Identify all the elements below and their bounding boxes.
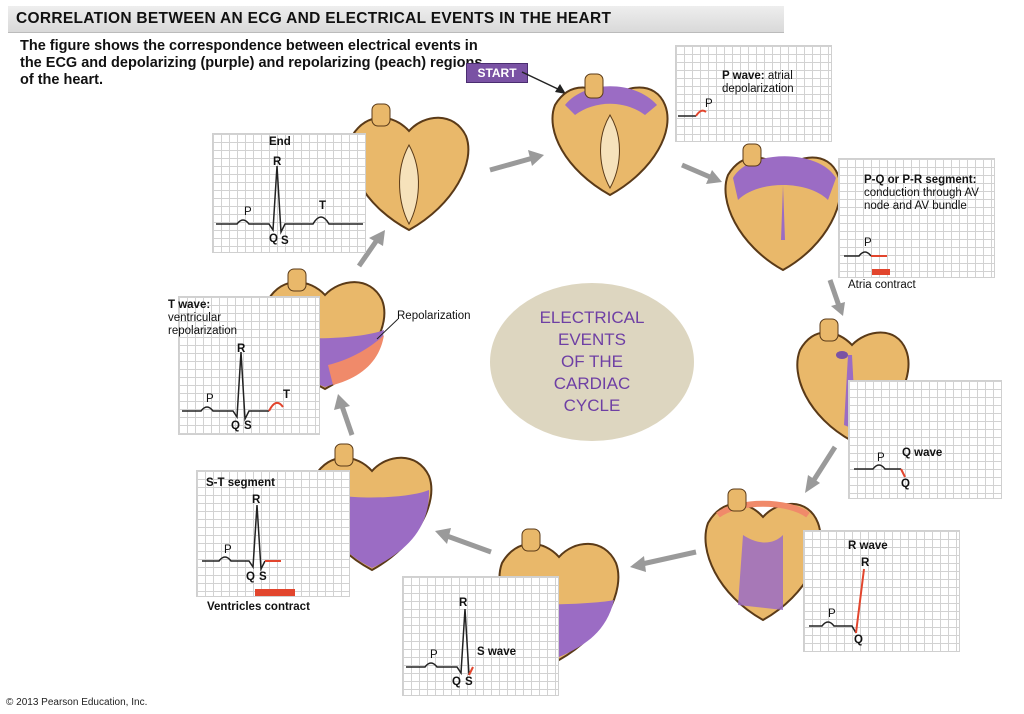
step-label-t-wave: T wave: ventricular repolarization <box>168 299 263 338</box>
ecg-panel-end: P R Q S T <box>212 133 366 253</box>
ecg-letter-t: T <box>319 200 327 212</box>
ecg-letter-r: R <box>273 156 282 168</box>
heart-p-wave <box>551 73 669 197</box>
figure-title-bar: CORRELATION BETWEEN AN ECG AND ELECTRICA… <box>8 6 784 33</box>
ecg-letter-s: S <box>244 420 252 432</box>
p-wave-title: P wave: <box>722 70 765 82</box>
ecg-letter-q: Q <box>269 233 278 245</box>
ecg-letter-s: S <box>259 571 267 583</box>
t-wave-desc: ventricular repolarization <box>168 312 238 337</box>
ecg-panel-s-wave: P R Q S <box>402 576 559 696</box>
ecg-trace-r-wave <box>809 568 865 634</box>
step-label-s-wave: S wave <box>477 646 516 659</box>
ecg-letter-r: R <box>252 494 261 506</box>
step-label-q-wave: Q wave <box>902 447 942 460</box>
repolarization-label: Repolarization <box>397 310 471 322</box>
st-segment-title: S-T segment <box>206 477 276 489</box>
pq-segment-title: P-Q or P-R segment: <box>864 174 977 186</box>
cycle-arrow-7 <box>334 394 355 436</box>
cycle-arrow-2 <box>681 162 722 184</box>
step-label-r-wave: R wave <box>848 540 888 553</box>
repolarization-pointer <box>376 318 399 340</box>
ecg-letter-p: P <box>877 452 885 464</box>
ecg-trace-t-wave <box>182 351 284 422</box>
ecg-letter-p: P <box>705 98 713 110</box>
ecg-letter-s: S <box>281 235 289 247</box>
q-wave-title: Q wave <box>902 447 943 459</box>
ecg-letter-r: R <box>861 557 870 569</box>
ecg-trace-s-wave <box>406 608 474 676</box>
ecg-trace-q-wave <box>854 464 906 478</box>
step-label-pq-segment: P-Q or P-R segment: conduction through A… <box>864 174 1004 213</box>
atria-contract-label: Atria contract <box>848 279 916 291</box>
heart-end <box>348 103 470 232</box>
ecg-letter-r: R <box>237 343 246 355</box>
step-label-end: End <box>269 136 291 149</box>
ecg-panel-t-wave: P R Q S T <box>178 296 320 435</box>
ecg-letter-p: P <box>430 649 438 661</box>
cycle-arrow-1 <box>489 150 544 173</box>
ecg-trace-p-wave <box>678 109 707 117</box>
heart-pq-segment <box>724 143 842 272</box>
ecg-trace-pq-segment <box>844 251 890 275</box>
figure-title: CORRELATION BETWEEN AN ECG AND ELECTRICA… <box>16 10 612 27</box>
ecg-trace-st-segment <box>202 504 295 596</box>
ecg-panel-st-segment: P R Q S <box>196 470 350 597</box>
step-label-p-wave: P wave: atrial depolarization <box>722 70 830 96</box>
ecg-panel-p-wave: P <box>675 45 832 142</box>
t-wave-title: T wave: <box>168 299 211 311</box>
ecg-letter-r: R <box>459 597 468 609</box>
ecg-letter-p: P <box>206 393 214 405</box>
end-title: End <box>269 136 291 148</box>
start-badge: START <box>466 63 528 83</box>
ecg-letter-p: P <box>224 544 232 556</box>
ecg-panel-q-wave: P Q <box>848 380 1002 499</box>
cycle-arrow-8 <box>356 230 385 268</box>
ecg-letter-q: Q <box>854 634 863 646</box>
intro-text: The figure shows the correspondence betw… <box>20 38 483 88</box>
pq-segment-desc: conduction through AV node and AV bundle <box>864 187 979 212</box>
s-wave-title: S wave <box>477 646 516 658</box>
ecg-letter-q: Q <box>452 676 461 688</box>
ecg-letter-q: Q <box>901 478 910 490</box>
ecg-panel-pq-segment: P <box>838 158 995 278</box>
center-ellipse: ELECTRICAL EVENTS OF THE CARDIAC CYCLE <box>490 283 694 441</box>
ecg-letter-p: P <box>244 206 252 218</box>
ecg-letter-s: S <box>465 676 473 688</box>
ecg-letter-p: P <box>828 608 836 620</box>
r-wave-title: R wave <box>848 540 888 552</box>
cycle-arrow-3 <box>827 279 845 316</box>
cycle-arrow-4 <box>805 445 838 493</box>
ecg-trace-end <box>216 165 363 235</box>
p-wave-desc: atrial depolarization <box>722 70 794 95</box>
center-label: ELECTRICAL EVENTS OF THE CARDIAC CYCLE <box>539 308 645 415</box>
start-pointer-arrow <box>521 71 566 94</box>
copyright-credit: © 2013 Pearson Education, Inc. <box>6 697 148 708</box>
ventricles-contract-label: Ventricles contract <box>207 601 310 613</box>
ecg-letter-q: Q <box>231 420 240 432</box>
cycle-arrow-5 <box>630 549 697 572</box>
ecg-letter-p: P <box>864 237 872 249</box>
ecg-letter-q: Q <box>246 571 255 583</box>
cycle-arrow-6 <box>435 528 492 555</box>
ecg-panel-r-wave: P Q R <box>803 530 960 652</box>
ecg-letter-t: T <box>283 389 291 401</box>
step-label-st-segment: S-T segment <box>206 477 275 490</box>
